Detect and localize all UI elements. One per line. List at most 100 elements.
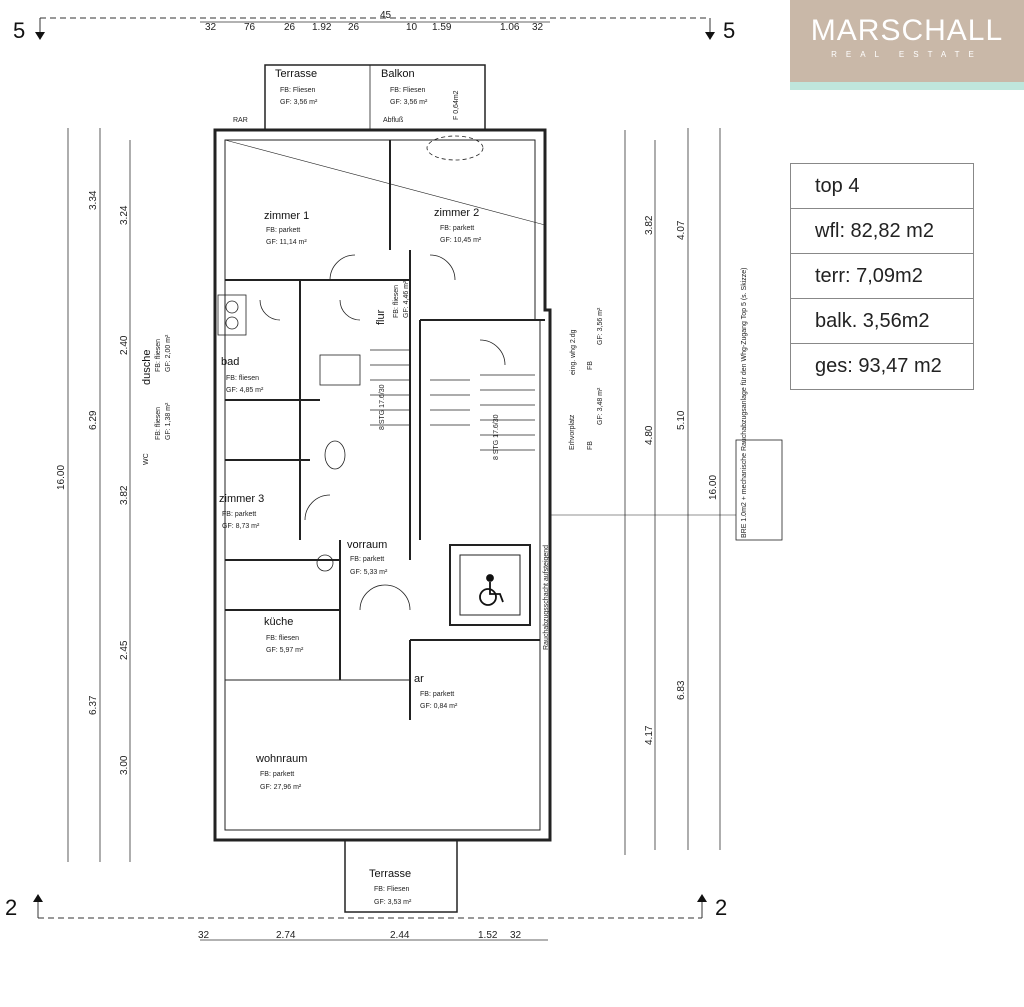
balcony-area: balk. 3,56m2	[791, 299, 973, 344]
total-area: ges: 93,47 m2	[815, 355, 942, 377]
logo-wordmark: MARSCHALL	[810, 14, 1004, 47]
svg-text:wohnraum: wohnraum	[255, 753, 307, 765]
svg-text:GF: 4,46 m²: GF: 4,46 m²	[403, 280, 410, 318]
svg-text:GF: 3,48 m²: GF: 3,48 m²	[597, 387, 604, 425]
svg-text:FB: FB	[587, 361, 594, 370]
abfluss-label: Abfluß	[383, 117, 403, 124]
section-arrow-icon	[697, 894, 707, 902]
dimension-labels-top: 32 76 26 1.92 26 45 10 1.59 1.06 32	[205, 10, 544, 33]
svg-text:eing. whg 2.dg: eing. whg 2.dg	[570, 329, 577, 375]
svg-text:1.06: 1.06	[500, 22, 520, 33]
room-wohnraum: wohnraum FB: parkett GF: 27,96 m²	[255, 753, 307, 791]
svg-text:FB: parkett: FB: parkett	[260, 771, 294, 778]
svg-text:FB: Fliesen: FB: Fliesen	[374, 886, 410, 893]
svg-text:3.82: 3.82	[119, 485, 130, 505]
svg-text:GF: 11,14 m²: GF: 11,14 m²	[266, 239, 307, 246]
svg-text:26: 26	[348, 22, 360, 33]
svg-text:16.00: 16.00	[708, 475, 719, 500]
room-dusche: dusche FB: fliesen GF: 2,00 m²	[141, 334, 172, 385]
svg-text:flur: flur	[375, 309, 387, 325]
room-flur: flur FB: fliesen GF: 4,46 m²	[375, 280, 410, 325]
svg-text:4.07: 4.07	[676, 220, 687, 240]
rar-label: RAR	[233, 117, 248, 124]
svg-text:GF: 1,38 m²: GF: 1,38 m²	[165, 402, 172, 440]
stair-label: 8 STG 17.6/30	[493, 414, 500, 460]
unit-label: top 4	[791, 164, 973, 209]
svg-text:FB: parkett: FB: parkett	[266, 227, 300, 234]
room-zimmer-1: zimmer 1 FB: parkett GF: 11,14 m²	[264, 210, 309, 246]
svg-text:GF: 8,73 m²: GF: 8,73 m²	[222, 523, 260, 530]
svg-text:GF: 0,84 m²: GF: 0,84 m²	[420, 703, 458, 710]
section-line-bottom	[37, 900, 703, 919]
wheelchair-icon	[479, 574, 504, 606]
smoke-shaft-label: Rauchabzugsschacht aufsteigend	[543, 545, 550, 650]
svg-text:dusche: dusche	[141, 350, 153, 385]
svg-text:FB: fliesen: FB: fliesen	[226, 375, 259, 382]
section-mark-bottom-right: 2	[715, 895, 727, 920]
svg-text:GF: 3,53 m²: GF: 3,53 m²	[374, 899, 412, 906]
svg-text:4.17: 4.17	[644, 725, 655, 745]
dimension-labels-vertical: 16.00 3.34 6.29 6.37 3.24 2.40 3.82 2.45…	[56, 190, 719, 775]
room-eingang-whg: eing. whg 2.dg FB GF: 3,56 m²	[570, 307, 604, 375]
room-wc: WC FB: fliesen GF: 1,38 m²	[143, 402, 172, 465]
section-line-top	[39, 17, 711, 36]
svg-text:Erhvorplatz: Erhvorplatz	[569, 414, 576, 450]
svg-text:GF: 3,56 m²: GF: 3,56 m²	[390, 99, 428, 106]
svg-text:GF: 2,00 m²: GF: 2,00 m²	[165, 334, 172, 372]
svg-text:32: 32	[198, 930, 210, 941]
svg-text:32: 32	[532, 22, 544, 33]
svg-text:FB: Fliesen: FB: Fliesen	[390, 87, 426, 94]
room-labels: Terrasse FB: Fliesen GF: 3,56 m² Balkon …	[141, 68, 748, 906]
room-erhvorplatz: Erhvorplatz FB GF: 3,48 m²	[569, 387, 604, 450]
svg-text:FB: fliesen: FB: fliesen	[155, 339, 162, 372]
svg-text:FB: parkett: FB: parkett	[222, 511, 256, 518]
section-mark-bottom-left: 2	[5, 895, 17, 920]
svg-text:2.45: 2.45	[119, 640, 130, 660]
svg-text:2.40: 2.40	[119, 335, 130, 355]
svg-text:3.24: 3.24	[119, 205, 130, 225]
walls	[213, 64, 783, 913]
svg-text:FB: fliesen: FB: fliesen	[266, 635, 299, 642]
svg-text:2.44: 2.44	[390, 930, 410, 941]
svg-text:1.52: 1.52	[478, 930, 498, 941]
stair-label: 8 STG 17.6/30	[379, 384, 386, 430]
logo-subtitle: REAL ESTATE	[831, 50, 983, 59]
floor-plan: 5 5 2 2 32 76 26 1.92 26 45 10 1.59 1.06…	[5, 10, 783, 941]
svg-text:16.00: 16.00	[56, 465, 67, 490]
floor-area-note: F 0,64m2	[453, 90, 460, 120]
svg-text:ar: ar	[414, 673, 424, 685]
svg-text:GF: 3,56 m²: GF: 3,56 m²	[280, 99, 318, 106]
svg-text:GF: 4,85 m²: GF: 4,85 m²	[226, 387, 264, 394]
svg-text:FB: parkett: FB: parkett	[420, 691, 454, 698]
svg-text:32: 32	[510, 930, 522, 941]
svg-text:3.00: 3.00	[119, 755, 130, 775]
svg-text:26: 26	[284, 22, 296, 33]
svg-text:32: 32	[205, 22, 217, 33]
svg-text:vorraum: vorraum	[347, 539, 387, 551]
svg-text:FB: fliesen: FB: fliesen	[393, 285, 400, 318]
svg-text:Balkon: Balkon	[381, 68, 415, 80]
svg-text:GF: 27,96 m²: GF: 27,96 m²	[260, 784, 302, 791]
room-zimmer-2: zimmer 2 FB: parkett GF: 10,45 m²	[434, 207, 482, 244]
svg-text:5.10: 5.10	[676, 410, 687, 430]
section-arrow-icon	[705, 32, 715, 40]
section-mark-top-left: 5	[13, 18, 25, 43]
svg-text:4.80: 4.80	[644, 425, 655, 445]
area-summary-table: top 4 wfl: 82,82 m2 terr: 7,09m2 balk. 3…	[790, 163, 974, 390]
section-arrow-icon	[35, 32, 45, 40]
svg-text:FB: parkett: FB: parkett	[440, 225, 474, 232]
svg-text:1.59: 1.59	[432, 22, 452, 33]
svg-text:6.29: 6.29	[88, 410, 99, 430]
living-area: wfl: 82,82 m2	[791, 209, 973, 254]
svg-text:6.37: 6.37	[88, 695, 99, 715]
room-terrasse-bottom: Terrasse FB: Fliesen GF: 3,53 m²	[369, 868, 412, 906]
terrace-area: terr: 7,09m2	[791, 254, 973, 299]
svg-text:zimmer 1: zimmer 1	[264, 210, 309, 222]
svg-text:küche: küche	[264, 616, 293, 628]
note-label: BRE 1.0m2 + mechanische Rauchabzugsanlag…	[741, 268, 748, 539]
room-terrasse-top: Terrasse FB: Fliesen GF: 3,56 m²	[275, 68, 318, 106]
svg-text:45: 45	[380, 10, 392, 21]
svg-text:6.83: 6.83	[676, 680, 687, 700]
svg-text:Terrasse: Terrasse	[369, 868, 411, 880]
room-balkon: Balkon FB: Fliesen GF: 3,56 m²	[381, 68, 428, 106]
